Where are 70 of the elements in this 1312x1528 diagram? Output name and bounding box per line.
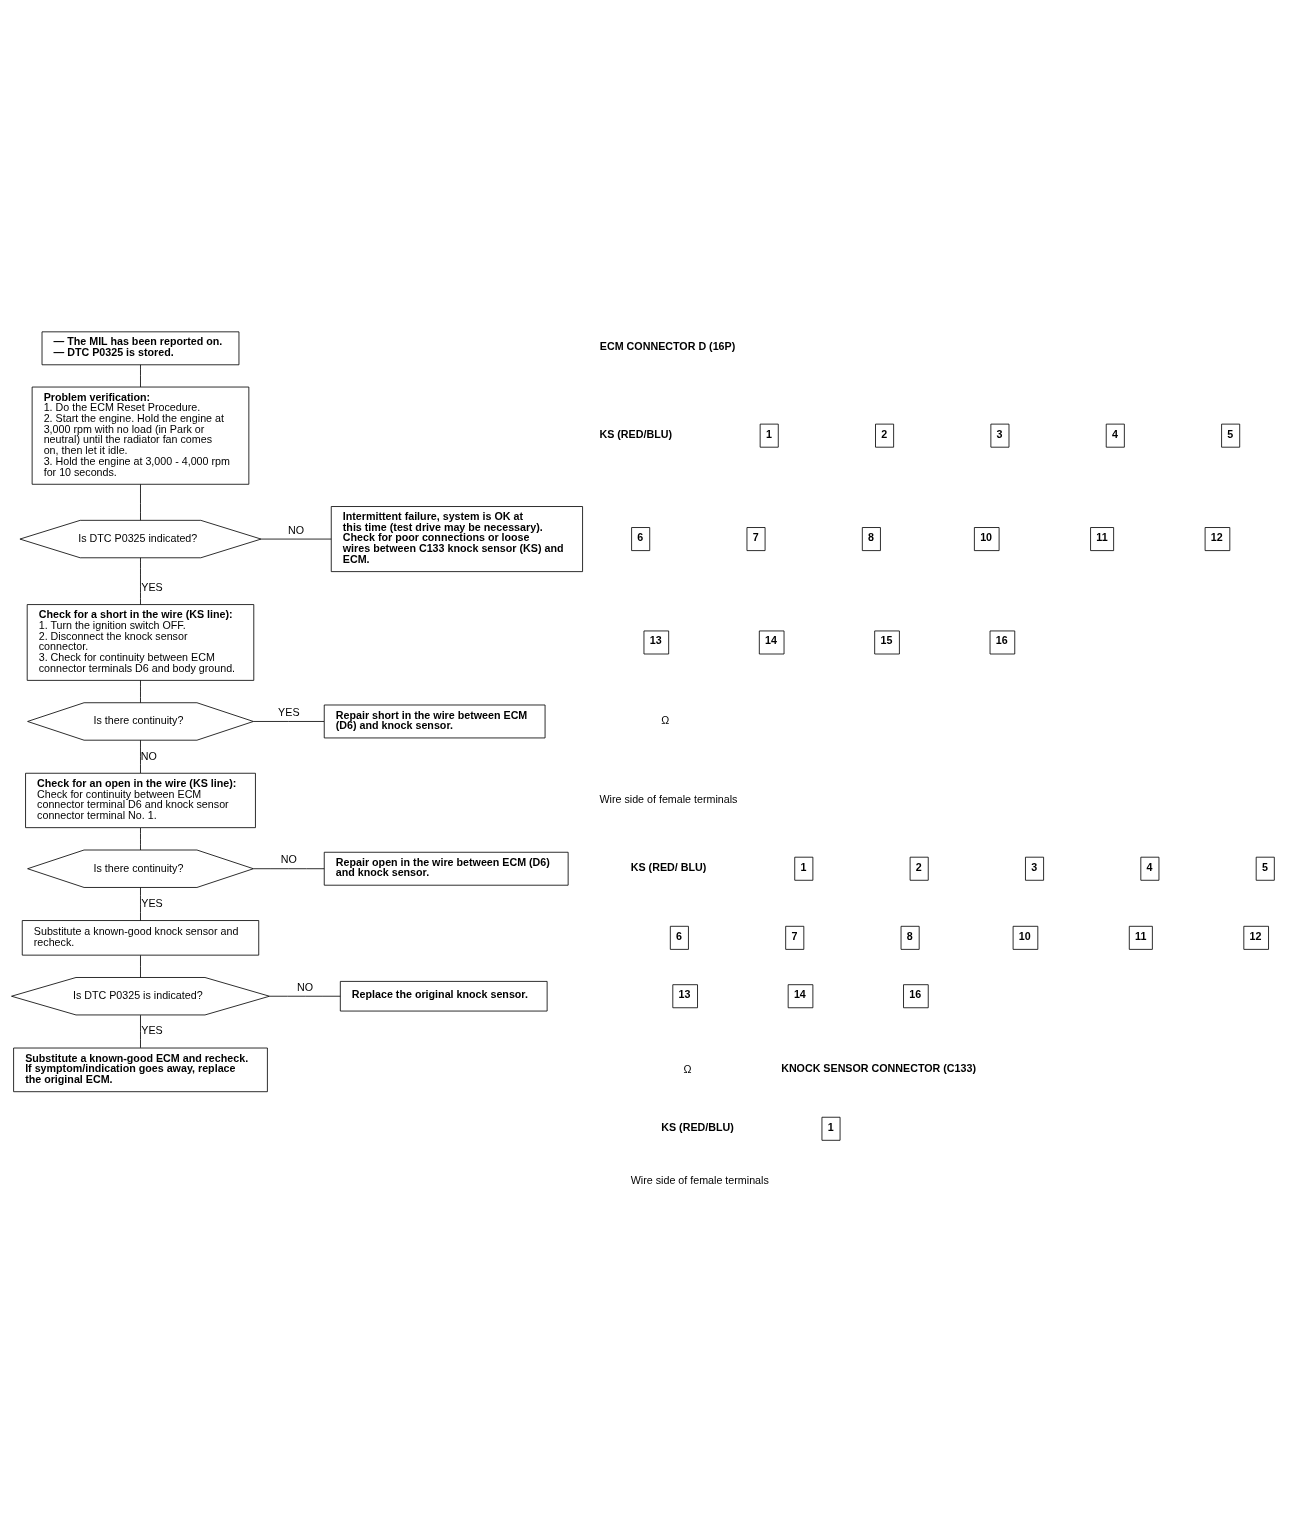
label: 12 <box>1249 929 1262 942</box>
label: KS (RED/ BLU) <box>630 860 707 873</box>
label: KS (RED/BLU) <box>661 1120 734 1133</box>
connector <box>140 886 141 921</box>
edge-label: NO <box>280 852 297 865</box>
edge-label: YES <box>141 896 163 909</box>
node-box: Substitute a known-good knock sensor and recheck. <box>21 919 260 956</box>
node-box: Repair open in the wire between ECM (D6) and knock sensor. <box>323 851 569 886</box>
label: 1 <box>827 1120 834 1133</box>
connector <box>140 363 141 387</box>
node-box: Substitute a known-good ECM and recheck. If symptom/indication goes away, replace the original ECM. <box>13 1047 268 1092</box>
label: KNOCK SENSOR CONNECTOR (C133) <box>781 1061 977 1074</box>
connector <box>260 538 332 539</box>
node-box: Problem verification: 1. Do the ECM Reset Procedure. 2. Start the engine. Hold the engine at 3,000 rpm with no load (in Park or neutral) until the radiator fan comes on, then let it idle. 3. Hold the engine at 3,000 - 4,000 rpm for 10 seconds. <box>31 386 250 485</box>
label: 7 <box>791 929 798 942</box>
node-box: Intermittent failure, system is OK at this time (test drive may be necessary). Check for poor connections or loose wires between C133 knock sensor (KS) and ECM. <box>330 505 583 572</box>
connector <box>140 1014 141 1048</box>
connector <box>140 556 141 605</box>
label: 5 <box>1261 860 1268 873</box>
label: 13 <box>649 633 662 646</box>
label: 7 <box>752 530 759 543</box>
label: 5 <box>1227 427 1234 440</box>
connector <box>140 827 141 850</box>
connector <box>140 954 141 978</box>
label: 3 <box>996 427 1003 440</box>
label: Wire side of female terminals <box>630 1172 769 1185</box>
connector <box>269 995 341 997</box>
label: Ω <box>683 1062 692 1075</box>
label: 1 <box>765 427 772 440</box>
label: 6 <box>676 929 683 942</box>
node-box: Repair short in the wire between ECM (D6) and knock sensor. <box>323 704 546 738</box>
connector <box>253 867 325 869</box>
label: ECM CONNECTOR D (16P) <box>599 339 736 352</box>
label: Wire side of female terminals <box>599 792 738 805</box>
label: Ω <box>661 713 670 726</box>
label: 10 <box>1018 929 1031 942</box>
connector <box>140 679 141 703</box>
label: 16 <box>995 633 1008 646</box>
node-box: — The MIL has been reported on. — DTC P0325 is stored. <box>41 330 240 365</box>
label: 8 <box>868 530 875 543</box>
label: 12 <box>1210 530 1223 543</box>
edge-label: NO <box>140 749 157 762</box>
connector <box>140 739 141 773</box>
node-box: Replace the original knock sensor. <box>339 980 548 1011</box>
label: 11 <box>1096 530 1108 543</box>
node-box: Check for a short in the wire (KS line): 1. Turn the ignition switch OFF. 2. Disconnect the knock sensor connector. 3. Check for continuity between ECM connector terminals D6 and body ground. <box>26 603 255 681</box>
label: 10 <box>980 530 993 543</box>
label: 15 <box>880 633 893 646</box>
connector <box>252 720 325 722</box>
edge-label: NO <box>288 523 305 536</box>
label: 6 <box>637 530 644 543</box>
label: 1 <box>800 860 807 873</box>
edge-label: YES <box>141 1023 163 1036</box>
label: KS (RED/BLU) <box>599 427 673 440</box>
node-box: Check for an open in the wire (KS line): Check for continuity between ECM connector terminal D6 and knock sensor connector terminal No. 1. <box>25 772 256 828</box>
label: 3 <box>1031 860 1038 873</box>
label: 14 <box>793 987 806 1000</box>
label: 13 <box>678 987 691 1000</box>
edge-label: NO <box>296 980 314 993</box>
connector <box>140 483 141 521</box>
label: 2 <box>915 860 922 873</box>
label: 11 <box>1135 929 1147 942</box>
label: 2 <box>881 427 888 440</box>
label: 8 <box>906 929 913 942</box>
edge-label: YES <box>278 705 300 718</box>
label: 16 <box>909 987 922 1000</box>
label: 4 <box>1146 860 1153 873</box>
label: 14 <box>765 633 777 646</box>
label: 4 <box>1111 427 1118 440</box>
edge-label: YES <box>141 580 163 593</box>
